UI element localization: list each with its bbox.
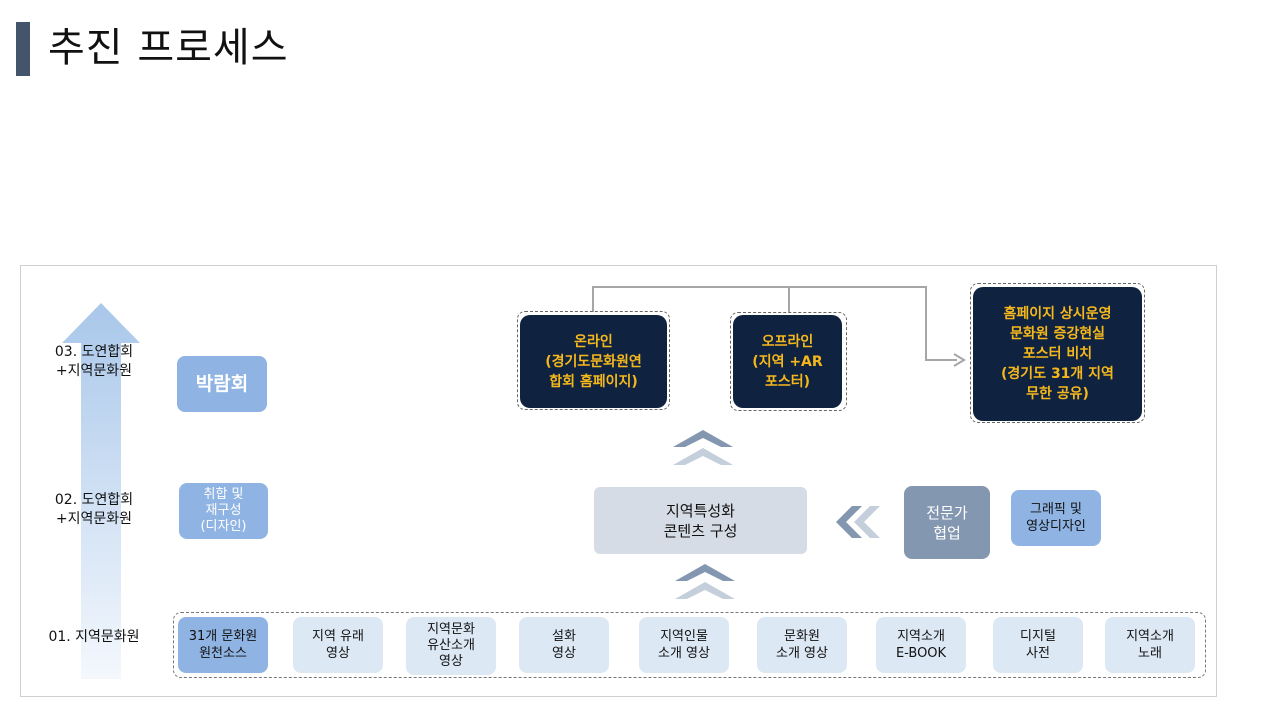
level-3-label: 03. 도연합회 +지역문화원 [54,344,134,379]
source-item-center-video: 문화원 소개 영상 [757,617,847,673]
expert-collaboration-box: 전문가 협업 [904,486,990,559]
regional-content-box: 지역특성화 콘텐츠 구성 [594,487,807,554]
offline-output-frame [730,312,847,411]
source-item-song: 지역소개 노래 [1105,617,1195,673]
online-output-box: 온라인 (경기도문화원연 합회 홈페이지) [520,315,667,408]
connector-homepage-line [925,359,957,361]
title-accent-bar [16,22,30,76]
homepage-output-box: 홈페이지 상시운영 문화원 증강현실 포스터 비치 (경기도 31개 지역 무한… [973,287,1142,421]
offline-output-box: 오프라인 (지역 +AR 포스터) [733,315,842,408]
online-output-frame [517,311,670,410]
graphic-video-design-box: 그래픽 및 영상디자인 [1011,490,1101,546]
page-title: 추진 프로세스 [48,25,289,71]
source-item-digital-dictionary: 디지털 사전 [993,617,1083,673]
level-1-label: 01. 지역문화원 [48,629,140,645]
source-item-heritage-video: 지역문화 유산소개 영상 [406,617,496,675]
chevron-up-icon [673,430,733,465]
arrowhead-icon [953,353,966,367]
level-2-label: 02. 도연합회 +지역문화원 [54,492,134,527]
source-item-31-cultural-centers: 31개 문화원 원천소스 [178,617,268,673]
source-container [173,612,1206,678]
upward-progress-arrow [62,303,140,679]
source-item-people-video: 지역인물 소개 영상 [639,617,729,673]
regroup-design-box: 취합 및 재구성 (디자인) [179,483,268,539]
chevron-up-icon-lower [675,564,735,599]
expo-box: 박람회 [177,356,267,412]
source-item-origin-video: 지역 유래 영상 [293,617,383,673]
diagram-frame [20,265,1217,697]
homepage-output-frame [970,283,1145,423]
connector-homepage-drop [925,286,927,361]
connector-offline-drop [788,286,790,312]
source-item-ebook: 지역소개 E-BOOK [876,617,966,673]
chevron-left-icon [836,506,880,538]
connector-online-drop [592,286,594,312]
connector-top-line [592,286,926,288]
source-item-folktale-video: 설화 영상 [519,617,609,673]
